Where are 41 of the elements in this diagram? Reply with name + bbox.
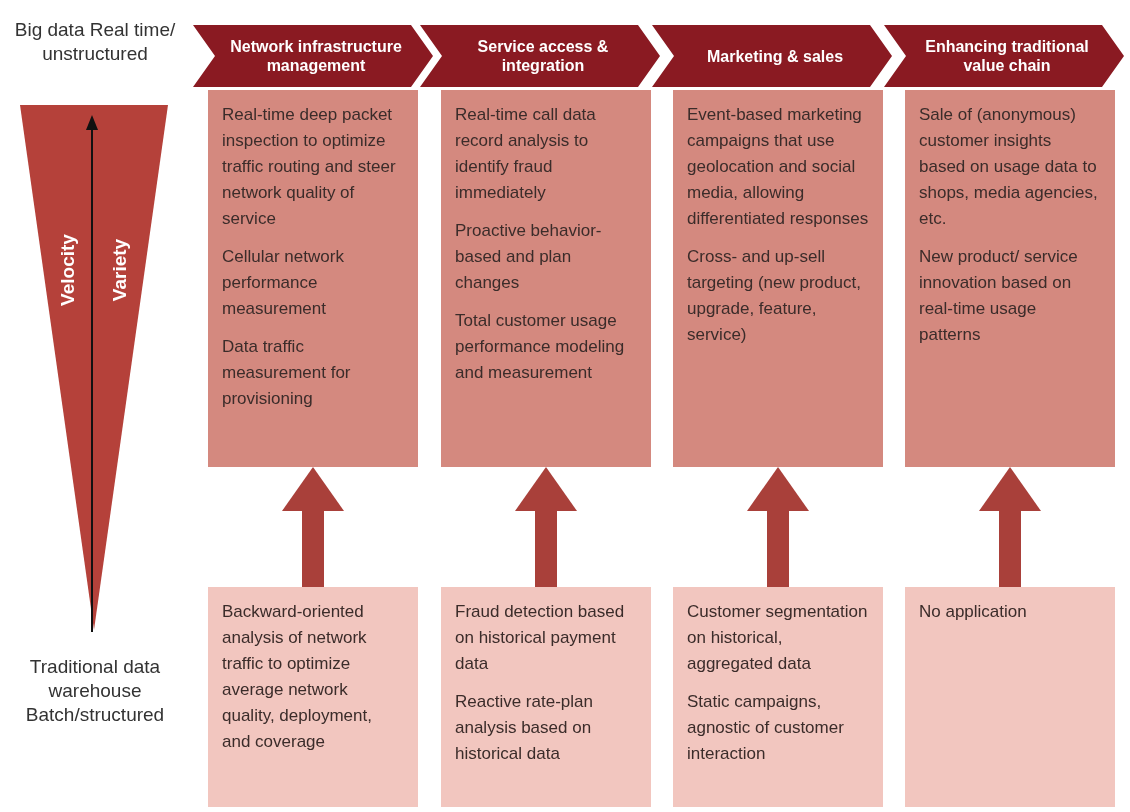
- application-card: [208, 90, 418, 467]
- card-text: Backward-oriented analysis of network traffic to optimize average network quality, deployment, and coverage: [222, 601, 373, 753]
- header-text: Network infrastructure management: [229, 37, 403, 75]
- card-text: Real-time call data record analysis to identify fraud immediately: [455, 104, 597, 204]
- chevron-header: [193, 25, 433, 87]
- card-text: Total customer usage performance modeling and measurement: [455, 310, 626, 384]
- block-arrow: [979, 467, 1041, 587]
- card-text: Real-time deep packet inspection to optimize traffic routing and steer network quality of service: [222, 104, 397, 230]
- block-arrow: [515, 467, 577, 587]
- application-card: [441, 90, 651, 467]
- chevron-header: [652, 25, 892, 87]
- card-text: Reactive rate-plan analysis based on historical data: [455, 691, 594, 765]
- header-text: Marketing & sales: [705, 46, 845, 66]
- funnel-triangle: [20, 105, 168, 630]
- card-text: Cellular network performance measurement: [222, 246, 345, 320]
- card-text: Data traffic measurement for provisioning: [222, 336, 352, 410]
- block-arrow: [747, 467, 809, 587]
- application-card: [441, 587, 651, 807]
- header-text: Service access & integration: [476, 37, 610, 75]
- card-text: Static campaigns, agnostic of customer interaction: [687, 691, 845, 765]
- card-text: Proactive behavior-based and plan changes: [455, 220, 603, 294]
- application-card: [905, 587, 1115, 807]
- block-arrow: [282, 467, 344, 587]
- application-card: [673, 90, 883, 467]
- card-text: Customer segmentation on historical, aggregated data: [687, 601, 869, 675]
- application-card: [208, 587, 418, 807]
- axis-label: Variety: [109, 238, 131, 302]
- header-text: Enhancing traditional value chain: [924, 37, 1090, 75]
- application-card: [673, 587, 883, 807]
- card-text: New product/ service innovation based on real-time usage patterns: [919, 246, 1079, 346]
- card-text: Cross- and up-sell targeting (new product, upgrade, feature, service): [687, 246, 862, 346]
- application-card: [905, 90, 1115, 467]
- chevron-header: [420, 25, 660, 87]
- card-text: Sale of (anonymous) customer insights based on usage data to shops, media agencies, etc.: [919, 104, 1099, 230]
- card-text: Fraud detection based on historical payment data: [455, 601, 626, 675]
- axis-label: Velocity: [57, 234, 79, 306]
- axis-end-label: Traditional data warehouse Batch/structured: [24, 655, 166, 727]
- card-text: Event-based marketing campaigns that use geolocation and social media, allowing differentiated responses: [687, 104, 869, 230]
- card-text: No application: [919, 601, 1028, 623]
- chevron-header: [884, 25, 1124, 87]
- axis-end-label: Big data Real time/ unstructured: [13, 18, 177, 66]
